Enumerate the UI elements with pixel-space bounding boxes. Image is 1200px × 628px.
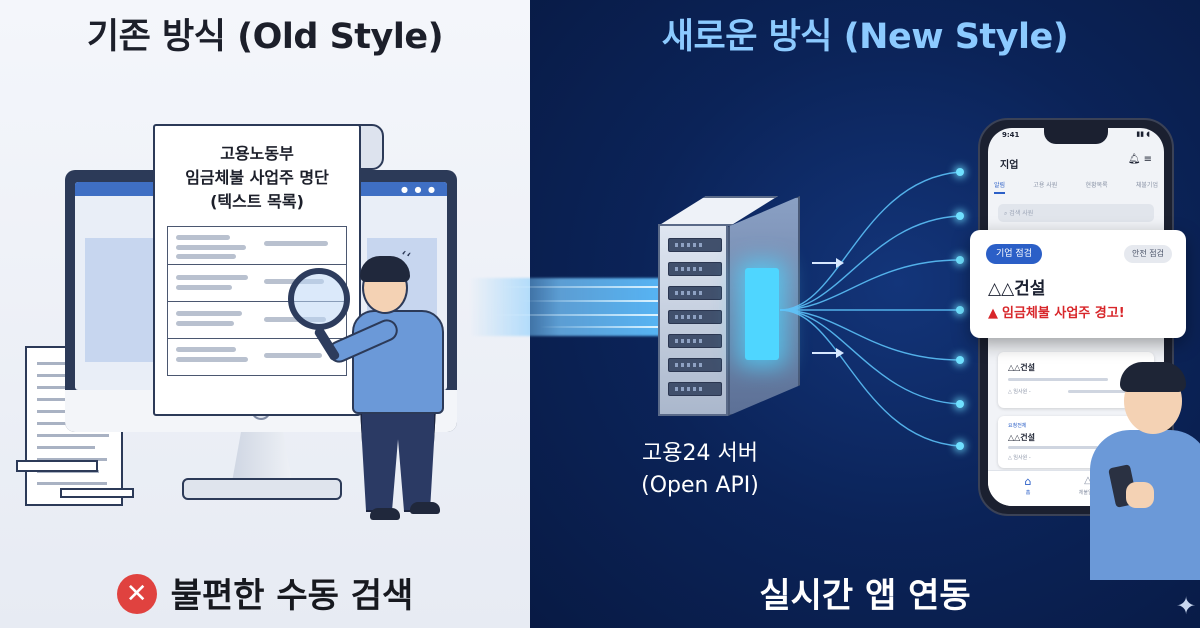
server-name: 고용24 서버 bbox=[642, 441, 758, 466]
phone-notch bbox=[1044, 128, 1108, 144]
data-flow-lines bbox=[780, 171, 961, 447]
person-shoe bbox=[370, 508, 400, 520]
old-style-footer: ✕ 불편한 수동 검색 bbox=[0, 568, 530, 618]
safety-chip[interactable]: 안전 점검 bbox=[1124, 245, 1172, 263]
document-heading: 고용노동부 임금체불 사업주 명단 (텍스트 목록) bbox=[155, 142, 359, 214]
document-line-text-list: (텍스트 목록) bbox=[210, 192, 304, 211]
flow-node bbox=[956, 306, 964, 314]
document-line-list-title: 임금체불 사업주 명단 bbox=[185, 168, 329, 187]
person-legs bbox=[360, 408, 436, 512]
x-circle-icon: ✕ bbox=[116, 573, 157, 614]
menu-icon[interactable]: ≡ bbox=[1143, 154, 1152, 165]
document-curl bbox=[358, 124, 384, 170]
flow-node bbox=[956, 212, 964, 220]
tab-employees[interactable]: 고용 사원 bbox=[1033, 182, 1058, 189]
search-input[interactable]: ⌕ 검색 사원 bbox=[998, 204, 1154, 222]
bell-icon[interactable]: 🔔︎ bbox=[1127, 154, 1141, 165]
server-api-label: (Open API) bbox=[641, 473, 759, 498]
person-hand bbox=[1126, 482, 1154, 508]
arrears-warning: ▲ 임금체불 사업주 경고! bbox=[988, 302, 1125, 321]
app-tabs: 알림 고용 사원 현황목록 체불기업 bbox=[994, 180, 1158, 194]
new-style-footer: 실시간 앱 연동 bbox=[759, 576, 971, 616]
list-item-title: △△건설 bbox=[1008, 433, 1036, 442]
nav-home-label: 홈 bbox=[1025, 490, 1031, 496]
list-item-title: △△건설 bbox=[1008, 363, 1036, 372]
manual-search-label: 불편한 수동 검색 bbox=[170, 576, 414, 616]
flow-node bbox=[956, 356, 964, 364]
arrears-warning-text: 임금체불 사업주 경고! bbox=[1002, 306, 1125, 321]
flow-node bbox=[956, 400, 964, 408]
beam-streak bbox=[540, 326, 660, 328]
monitor-base bbox=[182, 478, 342, 500]
server-label: 고용24 서버 (Open API) bbox=[620, 438, 780, 502]
warning-icon: ▲ bbox=[988, 306, 998, 321]
tab-alerts[interactable]: 알림 bbox=[994, 180, 1006, 194]
beam-streak bbox=[520, 300, 660, 302]
wage-arrears-alert-card[interactable]: 기업 점검 안전 점검 △△건설 ▲ 임금체불 사업주 경고! bbox=[970, 230, 1186, 338]
loose-paper bbox=[16, 460, 98, 472]
tab-arrears-companies[interactable]: 체불기업 bbox=[1135, 182, 1158, 189]
arrow-icon bbox=[812, 258, 844, 268]
notification-icon[interactable]: △ bbox=[1084, 475, 1092, 486]
flow-node bbox=[956, 168, 964, 176]
arrow-icon bbox=[812, 348, 844, 358]
nav-alerts-label: 체불알림 bbox=[1078, 490, 1098, 496]
search-icon: ⌕ bbox=[1004, 210, 1008, 217]
status-time: 9:41 bbox=[1002, 131, 1020, 139]
company-name: △△건설 bbox=[988, 279, 1046, 299]
beam-streak bbox=[490, 314, 660, 316]
flow-node bbox=[956, 442, 964, 450]
home-icon[interactable]: ⌂ bbox=[1024, 475, 1032, 488]
beam-streak bbox=[500, 286, 660, 288]
person-shoe bbox=[410, 502, 440, 514]
document-line-ministry: 고용노동부 bbox=[220, 144, 294, 163]
monitor-stand bbox=[232, 432, 292, 482]
person-hair bbox=[1120, 362, 1186, 392]
list-item-sub: △ 임사원 - bbox=[1008, 455, 1031, 461]
old-style-title: 기존 방식 (Old Style) bbox=[86, 17, 444, 57]
list-item-sub: △ 임사원 - bbox=[1008, 389, 1031, 395]
server-data-port bbox=[745, 268, 779, 360]
new-style-title: 새로운 방식 (New Style) bbox=[661, 17, 1069, 57]
old-style-panel: 기존 방식 (Old Style) ● ● ● 고용노동부 임금체불 사업주 bbox=[0, 0, 530, 628]
person-body bbox=[352, 310, 444, 414]
signal-battery-icon: ▮▮ ◖ bbox=[1136, 130, 1150, 138]
server-icon bbox=[658, 224, 728, 416]
magnifier-icon bbox=[288, 268, 350, 330]
loose-paper bbox=[60, 488, 134, 498]
inspection-badge: 기업 점검 bbox=[986, 244, 1042, 264]
app-title: 지업 bbox=[1000, 160, 1019, 171]
sparkle-icon: ✦ bbox=[1176, 592, 1197, 620]
app-header-icons: 🔔︎ ≡ bbox=[1128, 154, 1152, 165]
list-item-tag: 요청전체 bbox=[1008, 423, 1027, 429]
flow-node bbox=[956, 256, 964, 264]
person-hair bbox=[360, 256, 410, 282]
tab-status-list[interactable]: 현황목록 bbox=[1085, 182, 1108, 189]
